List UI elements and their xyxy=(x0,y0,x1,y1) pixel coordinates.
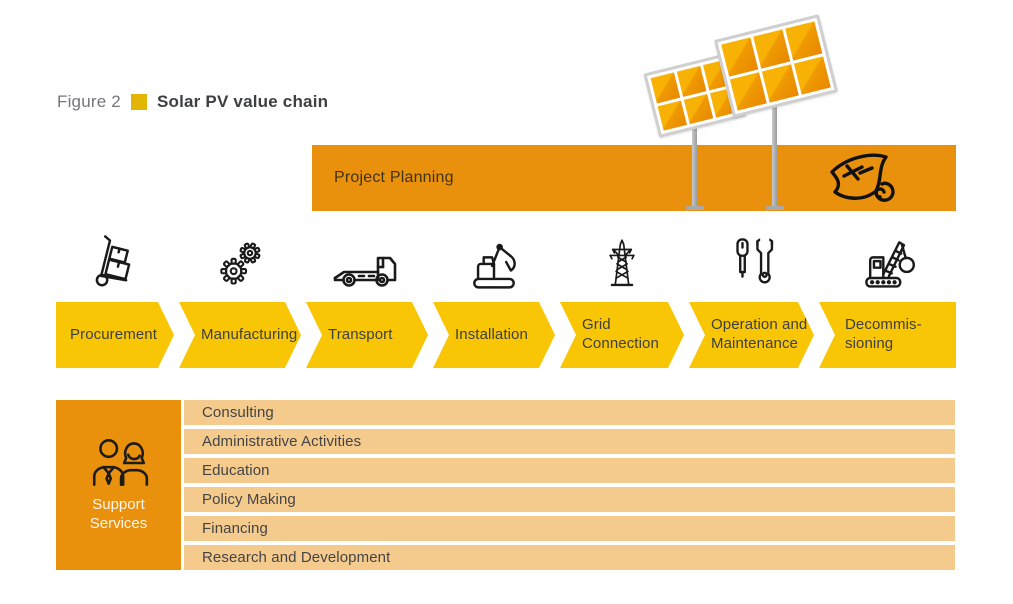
people-icon xyxy=(86,437,152,489)
support-row-policy-making: Policy Making xyxy=(184,487,955,512)
solar-pole-base-right xyxy=(766,206,784,210)
icon-cell-procurement xyxy=(56,230,174,296)
icon-cell-grid-connection xyxy=(560,230,684,296)
wrecking-crane-icon xyxy=(857,233,919,293)
stage-manufacturing: Manufacturing xyxy=(179,302,301,368)
support-row-financing: Financing xyxy=(184,516,955,541)
stage-transport: Transport xyxy=(306,302,428,368)
figure-name: Solar PV value chain xyxy=(156,92,329,111)
icon-cell-operation-maintenance xyxy=(689,230,814,296)
transmission-tower-icon xyxy=(595,232,649,294)
support-row-administrative-activities: Administrative Activities xyxy=(184,429,955,454)
stage-procurement: Procurement xyxy=(56,302,174,368)
stage-grid-connection: Grid Connection xyxy=(560,302,684,368)
icon-cell-decommissioning xyxy=(819,230,956,296)
excavator-icon xyxy=(463,233,525,293)
project-planning-banner: Project Planning xyxy=(312,145,956,211)
support-services-box: Support Services xyxy=(56,400,181,570)
support-row-education: Education xyxy=(184,458,955,483)
icon-cell-manufacturing xyxy=(179,230,301,296)
icon-cell-installation xyxy=(433,230,555,296)
stage-icons-row xyxy=(56,230,956,296)
solar-pole-left xyxy=(692,120,697,210)
tools-icon xyxy=(723,232,781,294)
stage-installation: Installation xyxy=(433,302,555,368)
solar-pole-right xyxy=(772,100,777,210)
stage-decommissioning: Decommis- sioning xyxy=(819,302,956,368)
figure-title: Figure 2 Solar PV value chain xyxy=(57,92,328,112)
value-chain-strip: Procurement Manufacturing Transport Inst… xyxy=(56,302,956,368)
figure-number: Figure 2 xyxy=(57,92,121,111)
legend-square-icon xyxy=(130,94,147,110)
gears-icon xyxy=(211,233,269,293)
flatbed-truck-icon xyxy=(331,234,403,292)
hand-truck-icon xyxy=(85,232,145,294)
solar-pole-base-left xyxy=(686,206,704,210)
stage-operation-maintenance: Operation and Maintenance xyxy=(689,302,814,368)
support-row-research-development: Research and Development xyxy=(184,545,955,570)
blueprint-icon xyxy=(824,148,902,210)
icon-cell-transport xyxy=(306,230,428,296)
solar-panel-right xyxy=(713,14,839,118)
support-row-consulting: Consulting xyxy=(184,400,955,425)
support-services-rows: Consulting Administrative Activities Edu… xyxy=(184,400,955,570)
support-services-label: Support Services xyxy=(89,495,148,533)
project-planning-label: Project Planning xyxy=(334,169,454,186)
